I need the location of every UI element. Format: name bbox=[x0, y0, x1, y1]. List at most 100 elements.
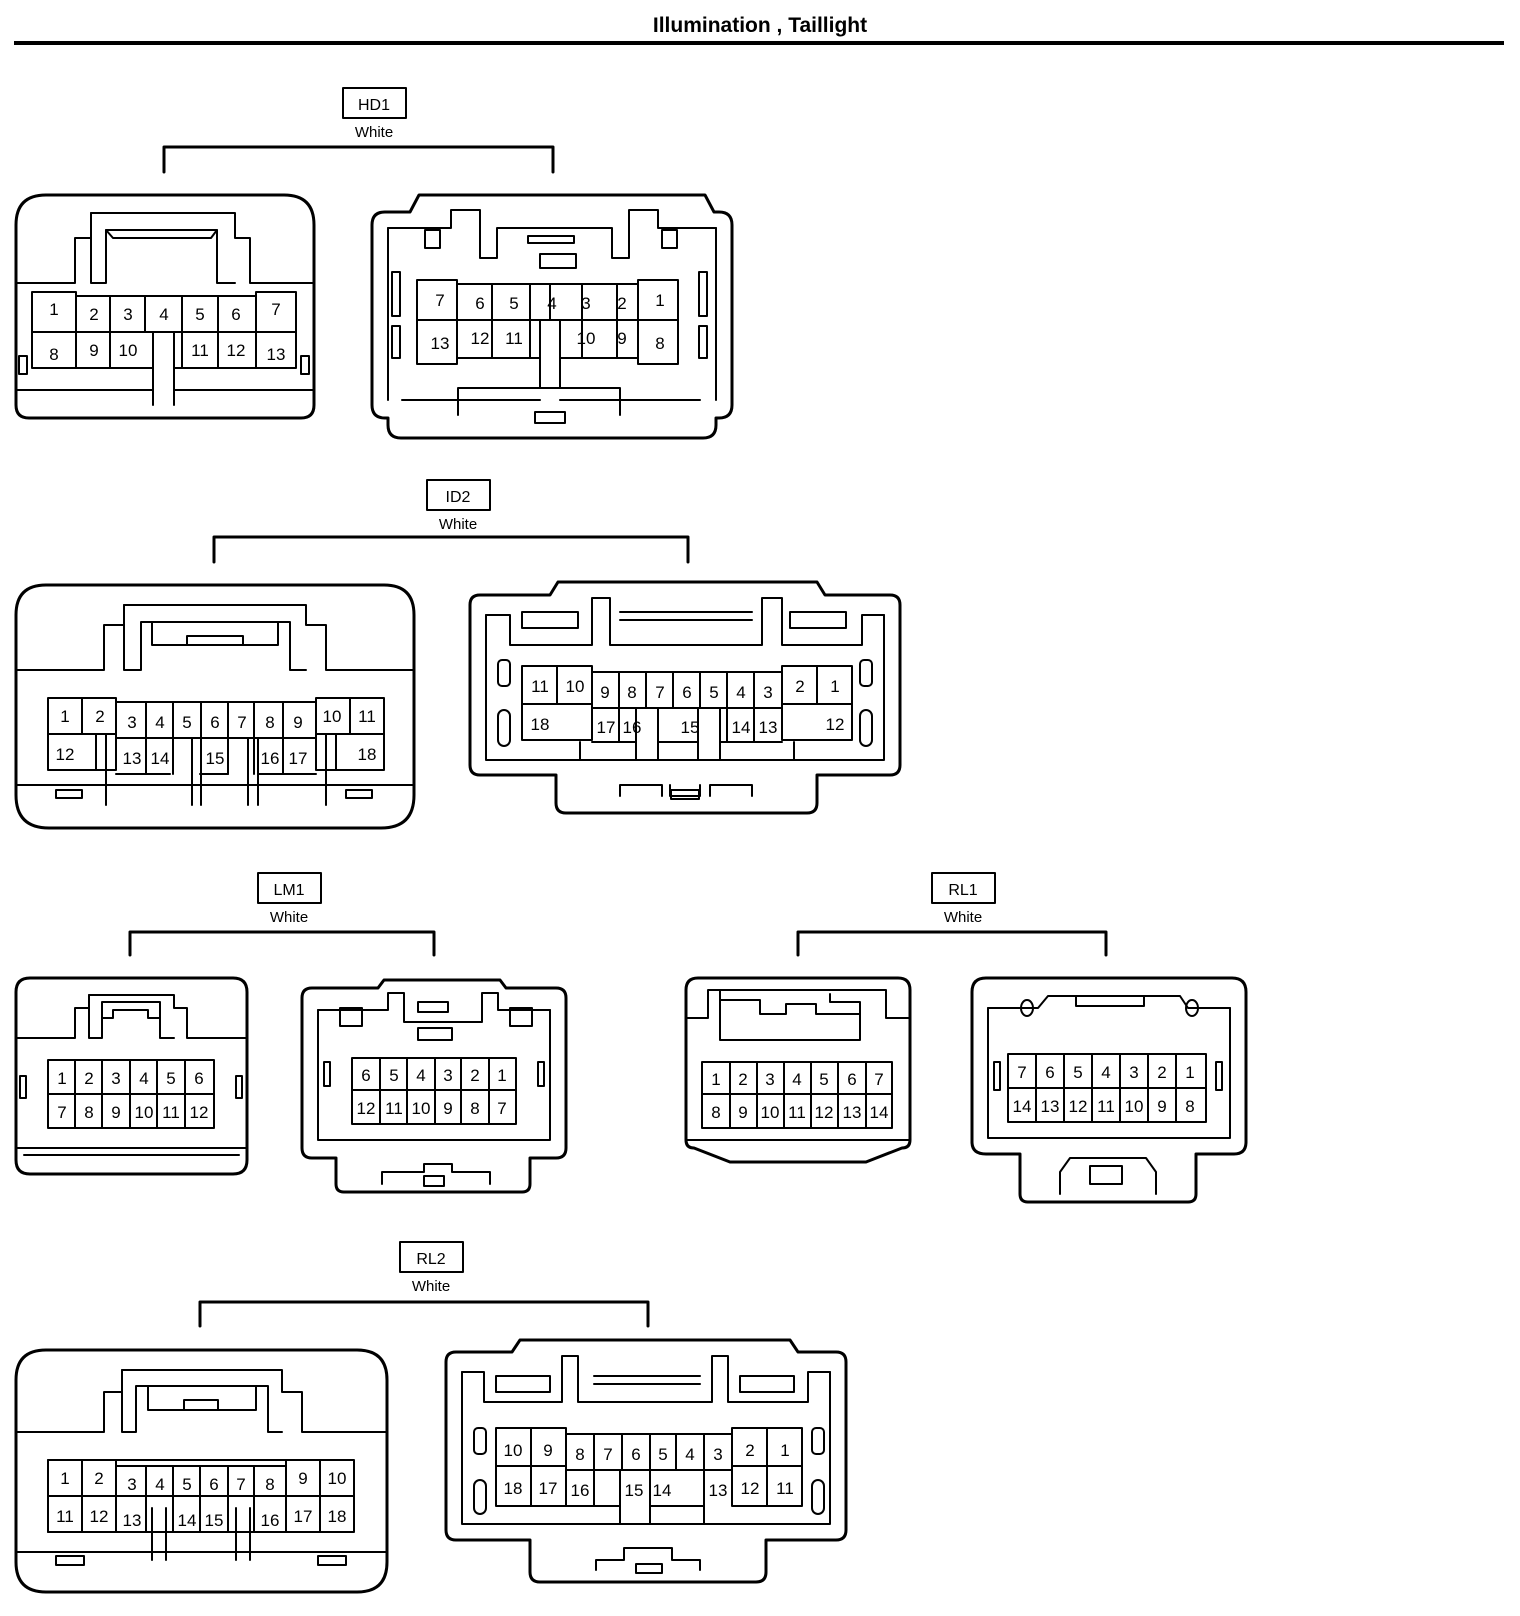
connector-rl1-male-face bbox=[970, 976, 1248, 1204]
svg-text:5: 5 bbox=[182, 713, 191, 732]
svg-text:1: 1 bbox=[1185, 1063, 1194, 1082]
svg-text:1: 1 bbox=[780, 1441, 789, 1460]
svg-text:14: 14 bbox=[151, 749, 170, 768]
svg-text:3: 3 bbox=[763, 683, 772, 702]
svg-text:4: 4 bbox=[159, 305, 168, 324]
svg-text:3: 3 bbox=[713, 1445, 722, 1464]
svg-text:7: 7 bbox=[236, 1475, 245, 1494]
svg-text:3: 3 bbox=[111, 1069, 120, 1088]
svg-text:8: 8 bbox=[49, 345, 58, 364]
svg-text:11: 11 bbox=[776, 1479, 794, 1498]
svg-text:2: 2 bbox=[94, 1469, 103, 1488]
svg-text:7: 7 bbox=[271, 300, 280, 319]
connector-id2 bbox=[14, 479, 902, 830]
connector-id2-female-face bbox=[14, 583, 416, 830]
svg-text:1: 1 bbox=[49, 300, 58, 319]
svg-text:2: 2 bbox=[1157, 1063, 1166, 1082]
svg-text:13: 13 bbox=[843, 1103, 862, 1122]
svg-text:17: 17 bbox=[289, 749, 308, 768]
svg-text:15: 15 bbox=[205, 1511, 224, 1530]
connector-hd1-code-box bbox=[342, 87, 407, 119]
svg-text:10: 10 bbox=[328, 1469, 347, 1488]
connector-lm1-bracket bbox=[128, 930, 436, 957]
svg-text:14: 14 bbox=[178, 1511, 197, 1530]
svg-text:12: 12 bbox=[190, 1103, 209, 1122]
svg-text:6: 6 bbox=[194, 1069, 203, 1088]
svg-text:16: 16 bbox=[261, 749, 280, 768]
svg-text:2: 2 bbox=[84, 1069, 93, 1088]
connector-rl1-bracket bbox=[796, 930, 1108, 957]
svg-text:3: 3 bbox=[123, 305, 132, 324]
svg-text:1: 1 bbox=[60, 707, 69, 726]
svg-text:18: 18 bbox=[358, 745, 377, 764]
svg-text:17: 17 bbox=[294, 1507, 313, 1526]
hd1-color-label: White bbox=[355, 124, 393, 141]
svg-text:8: 8 bbox=[84, 1103, 93, 1122]
svg-text:12: 12 bbox=[826, 715, 845, 734]
svg-text:11: 11 bbox=[56, 1507, 74, 1526]
connector-id2-male-face bbox=[468, 580, 902, 815]
svg-text:12: 12 bbox=[357, 1099, 376, 1118]
svg-text:8: 8 bbox=[711, 1103, 720, 1122]
svg-text:8: 8 bbox=[1185, 1097, 1194, 1116]
svg-text:9: 9 bbox=[543, 1441, 552, 1460]
connector-hd1 bbox=[14, 87, 734, 440]
svg-text:9: 9 bbox=[443, 1099, 452, 1118]
svg-text:6: 6 bbox=[475, 294, 484, 313]
svg-text:13: 13 bbox=[709, 1481, 728, 1500]
svg-text:9: 9 bbox=[298, 1469, 307, 1488]
connector-hd1-bracket bbox=[162, 145, 555, 174]
svg-text:6: 6 bbox=[847, 1070, 856, 1089]
svg-text:1: 1 bbox=[655, 291, 664, 310]
svg-text:7: 7 bbox=[874, 1070, 883, 1089]
svg-text:7: 7 bbox=[655, 683, 664, 702]
svg-text:16: 16 bbox=[261, 1511, 280, 1530]
connector-hd1-male-face bbox=[370, 193, 734, 440]
svg-text:14: 14 bbox=[732, 718, 751, 737]
connector-lm1-female-face bbox=[14, 976, 249, 1176]
connector-lm1-code-box bbox=[257, 872, 322, 904]
svg-text:12: 12 bbox=[741, 1479, 760, 1498]
svg-text:4: 4 bbox=[736, 683, 745, 702]
title-rule bbox=[14, 41, 1504, 45]
svg-text:5: 5 bbox=[709, 683, 718, 702]
svg-text:10: 10 bbox=[119, 341, 138, 360]
svg-text:8: 8 bbox=[265, 713, 274, 732]
svg-text:9: 9 bbox=[617, 329, 626, 348]
svg-text:5: 5 bbox=[182, 1475, 191, 1494]
svg-text:5: 5 bbox=[166, 1069, 175, 1088]
svg-text:7: 7 bbox=[603, 1445, 612, 1464]
svg-text:5: 5 bbox=[389, 1066, 398, 1085]
svg-text:13: 13 bbox=[123, 749, 142, 768]
svg-text:4: 4 bbox=[547, 294, 556, 313]
svg-text:10: 10 bbox=[566, 677, 585, 696]
svg-text:5: 5 bbox=[509, 294, 518, 313]
id2-color-label: White bbox=[439, 516, 477, 533]
svg-text:10: 10 bbox=[412, 1099, 431, 1118]
svg-text:1: 1 bbox=[57, 1069, 66, 1088]
connector-rl2-male-face bbox=[444, 1338, 848, 1584]
svg-text:6: 6 bbox=[1045, 1063, 1054, 1082]
page-title: Illumination , Taillight bbox=[652, 14, 868, 37]
svg-text:10: 10 bbox=[135, 1103, 154, 1122]
svg-text:12: 12 bbox=[56, 745, 75, 764]
svg-text:11: 11 bbox=[191, 341, 209, 360]
connector-rl2 bbox=[14, 1241, 848, 1594]
svg-text:11: 11 bbox=[1097, 1097, 1115, 1116]
svg-text:3: 3 bbox=[443, 1066, 452, 1085]
svg-text:8: 8 bbox=[265, 1475, 274, 1494]
svg-text:9: 9 bbox=[293, 713, 302, 732]
connector-rl1 bbox=[684, 872, 1248, 1204]
svg-text:13: 13 bbox=[267, 345, 286, 364]
svg-text:7: 7 bbox=[237, 713, 246, 732]
svg-text:5: 5 bbox=[195, 305, 204, 324]
connector-rl2-code-box bbox=[399, 1241, 464, 1273]
svg-text:9: 9 bbox=[89, 341, 98, 360]
svg-text:6: 6 bbox=[209, 1475, 218, 1494]
svg-text:4: 4 bbox=[685, 1445, 694, 1464]
svg-text:5: 5 bbox=[658, 1445, 667, 1464]
svg-text:15: 15 bbox=[681, 718, 700, 737]
connector-rl1-code-box bbox=[931, 872, 996, 904]
svg-text:17: 17 bbox=[597, 718, 616, 737]
